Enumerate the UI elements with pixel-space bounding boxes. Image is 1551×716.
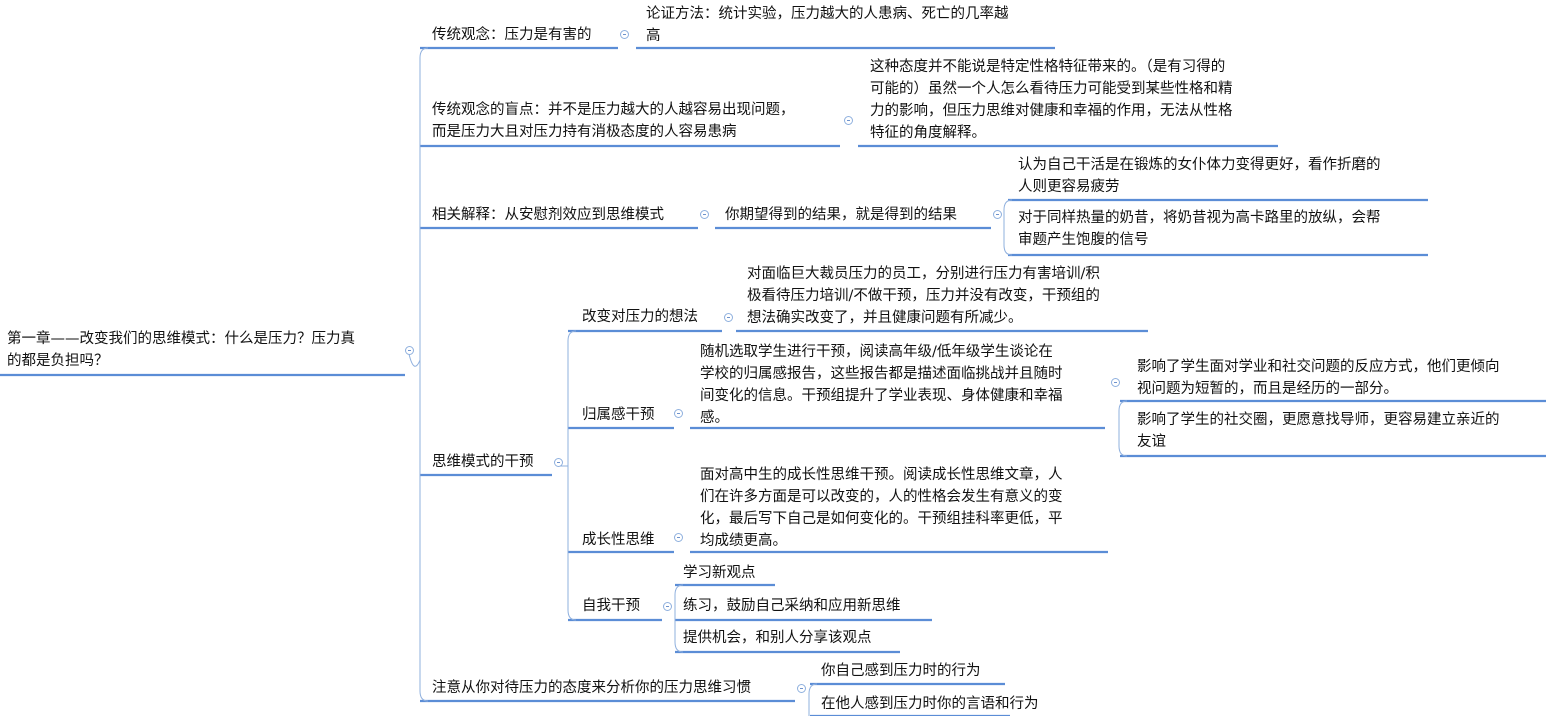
topic-self-item[interactable]: 提供机会，和别人分享该观点 bbox=[683, 627, 872, 649]
root-line: 的都是负担吗？ bbox=[7, 353, 109, 369]
topic-label: 你期望得到的结果，就是得到的结果 bbox=[725, 207, 957, 223]
topic-line: 们在许多方面是可以改变的，人的性格会发生有意义的变 bbox=[700, 489, 1063, 505]
root-topic[interactable]: 第一章——改变我们的思维模式：什么是压力？压力真 的都是负担吗？ bbox=[7, 328, 355, 372]
topic-self-item[interactable]: 练习，鼓励自己采纳和应用新思维 bbox=[683, 595, 901, 617]
topic-self[interactable]: 自我干预 bbox=[582, 595, 640, 617]
collapse-icon[interactable] bbox=[405, 346, 414, 355]
topic-growth[interactable]: 成长性思维 bbox=[582, 529, 655, 551]
topic-line: 想法确实改变了，并且健康问题有所减少。 bbox=[747, 310, 1023, 326]
collapse-icon[interactable] bbox=[620, 30, 629, 39]
topic-proof-method[interactable]: 论证方法：统计实验，压力越大的人患病、死亡的几率越 高 bbox=[646, 3, 1009, 47]
topic-line: 视问题为短暂的，而且是经历的一部分。 bbox=[1137, 381, 1398, 397]
topic-line: 间变化的信息。干预组提升了学业表现、身体健康和幸福 bbox=[700, 388, 1063, 404]
topic-line: 高 bbox=[646, 28, 661, 44]
collapse-icon[interactable] bbox=[554, 458, 563, 467]
topic-label: 你自己感到压力时的行为 bbox=[821, 663, 981, 679]
topic-self-item[interactable]: 学习新观点 bbox=[683, 562, 756, 584]
topic-blindspot-detail[interactable]: 这种态度并不能说是特定性格特征带来的。（是有习得的 可能的）虽然一个人怎么看待压… bbox=[870, 56, 1233, 144]
collapse-icon[interactable] bbox=[993, 210, 1002, 219]
topic-label: 成长性思维 bbox=[582, 532, 655, 548]
topic-label: 练习，鼓励自己采纳和应用新思维 bbox=[683, 598, 901, 614]
topic-line: 随机选取学生进行干预，阅读高年级/低年级学生谈论在 bbox=[700, 344, 1053, 360]
topic-line: 论证方法：统计实验，压力越大的人患病、死亡的几率越 bbox=[646, 6, 1009, 22]
topic-belonging-detail[interactable]: 随机选取学生进行干预，阅读高年级/低年级学生谈论在 学校的归属感报告，这些报告都… bbox=[700, 341, 1063, 429]
topic-belonging[interactable]: 归属感干预 bbox=[582, 404, 655, 426]
topic-line: 特征的角度解释。 bbox=[870, 125, 986, 141]
topic-change-detail[interactable]: 对面临巨大裁员压力的员工，分别进行压力有害培训/积 极看待压力培训/不做干预，压… bbox=[747, 263, 1100, 329]
collapse-icon[interactable] bbox=[663, 602, 672, 611]
topic-attention-item[interactable]: 你自己感到压力时的行为 bbox=[821, 660, 981, 682]
topic-blindspot[interactable]: 传统观念的盲点：并不是压力越大的人越容易出现问题， 而是压力大且对压力持有消极态… bbox=[432, 99, 795, 143]
topic-traditional[interactable]: 传统观念：压力是有害的 bbox=[432, 24, 592, 46]
topic-line: 影响了学生面对学业和社交问题的反应方式，他们更倾向 bbox=[1137, 359, 1500, 375]
topic-belonging-effect[interactable]: 影响了学生面对学业和社交问题的反应方式，他们更倾向 视问题为短暂的，而且是经历的… bbox=[1137, 356, 1500, 400]
collapse-icon[interactable] bbox=[797, 684, 806, 693]
topic-line: 化，最后写下自己是如何变化的。干预组挂科率更低，平 bbox=[700, 511, 1063, 527]
topic-milkshake-example[interactable]: 对于同样热量的奶昔，将奶昔视为高卡路里的放纵，会帮 审题产生饱腹的信号 bbox=[1018, 207, 1381, 251]
topic-label: 改变对压力的想法 bbox=[582, 309, 698, 325]
collapse-icon[interactable] bbox=[700, 210, 709, 219]
topic-belonging-effect[interactable]: 影响了学生的社交圈，更愿意找导师，更容易建立亲近的 友谊 bbox=[1137, 409, 1500, 453]
topic-line: 传统观念的盲点：并不是压力越大的人越容易出现问题， bbox=[432, 102, 795, 118]
topic-growth-detail[interactable]: 面对高中生的成长性思维干预。阅读成长性思维文章，人 们在许多方面是可以改变的，人… bbox=[700, 464, 1063, 552]
collapse-icon[interactable] bbox=[674, 533, 683, 542]
topic-line: 学校的归属感报告，这些报告都是描述面临挑战并且随时 bbox=[700, 366, 1063, 382]
topic-line: 对于同样热量的奶昔，将奶昔视为高卡路里的放纵，会帮 bbox=[1018, 210, 1381, 226]
topic-label: 在他人感到压力时你的言语和行为 bbox=[821, 696, 1039, 712]
topic-line: 极看待压力培训/不做干预，压力并没有改变，干预组的 bbox=[747, 288, 1100, 304]
topic-line: 认为自己干活是在锻炼的女仆体力变得更好，看作折磨的 bbox=[1018, 157, 1381, 173]
collapse-icon[interactable] bbox=[844, 116, 853, 125]
topic-line: 审题产生饱腹的信号 bbox=[1018, 232, 1149, 248]
topic-attention[interactable]: 注意从你对待压力的态度来分析你的压力思维习惯 bbox=[432, 677, 751, 699]
topic-maid-example[interactable]: 认为自己干活是在锻炼的女仆体力变得更好，看作折磨的 人则更容易疲劳 bbox=[1018, 154, 1381, 198]
topic-label: 提供机会，和别人分享该观点 bbox=[683, 630, 872, 646]
collapse-icon[interactable] bbox=[674, 409, 683, 418]
topic-line: 力的影响，但压力思维对健康和幸福的作用，无法从性格 bbox=[870, 103, 1233, 119]
topic-label: 学习新观点 bbox=[683, 565, 756, 581]
topic-intervention[interactable]: 思维模式的干预 bbox=[432, 451, 534, 473]
topic-line: 对面临巨大裁员压力的员工，分别进行压力有害培训/积 bbox=[747, 266, 1100, 282]
topic-line: 均成绩更高。 bbox=[700, 533, 787, 549]
topic-line: 而是压力大且对压力持有消极态度的人容易患病 bbox=[432, 124, 737, 140]
topic-related[interactable]: 相关解释：从安慰剂效应到思维模式 bbox=[432, 204, 664, 226]
topic-label: 传统观念：压力是有害的 bbox=[432, 27, 592, 43]
topic-change-thinking[interactable]: 改变对压力的想法 bbox=[582, 306, 698, 328]
topic-line: 友谊 bbox=[1137, 434, 1166, 450]
topic-label: 相关解释：从安慰剂效应到思维模式 bbox=[432, 207, 664, 223]
collapse-icon[interactable] bbox=[724, 313, 733, 322]
topic-label: 归属感干预 bbox=[582, 407, 655, 423]
topic-label: 注意从你对待压力的态度来分析你的压力思维习惯 bbox=[432, 680, 751, 696]
topic-attention-item[interactable]: 在他人感到压力时你的言语和行为 bbox=[821, 693, 1039, 715]
topic-line: 可能的）虽然一个人怎么看待压力可能受到某些性格和精 bbox=[870, 81, 1233, 97]
collapse-icon[interactable] bbox=[1111, 378, 1120, 387]
topic-line: 这种态度并不能说是特定性格特征带来的。（是有习得的 bbox=[870, 59, 1226, 75]
topic-line: 人则更容易疲劳 bbox=[1018, 179, 1120, 195]
topic-label: 思维模式的干预 bbox=[432, 454, 534, 470]
topic-line: 感。 bbox=[700, 410, 729, 426]
root-line: 第一章——改变我们的思维模式：什么是压力？压力真 bbox=[7, 331, 355, 347]
topic-expectation[interactable]: 你期望得到的结果，就是得到的结果 bbox=[725, 204, 957, 226]
topic-label: 自我干预 bbox=[582, 598, 640, 614]
topic-line: 面对高中生的成长性思维干预。阅读成长性思维文章，人 bbox=[700, 467, 1063, 483]
topic-line: 影响了学生的社交圈，更愿意找导师，更容易建立亲近的 bbox=[1137, 412, 1500, 428]
